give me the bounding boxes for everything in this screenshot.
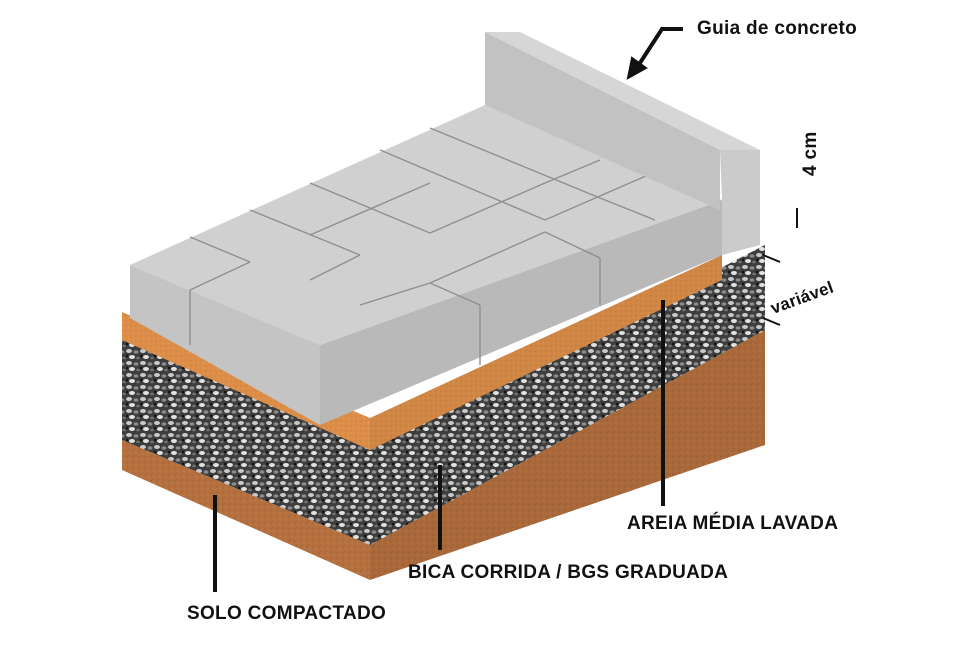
leader-lines [213, 300, 665, 592]
paver-thickness-label: 4 cm [800, 131, 821, 176]
soil-layer [122, 330, 765, 580]
concrete-curb [485, 32, 760, 255]
gravel-layer [122, 245, 765, 545]
base-layer-label: BICA CORRIDA / BGS GRADUADA [408, 562, 729, 583]
sand-layer [122, 255, 722, 450]
subgrade-layer-label: SOLO COMPACTADO [187, 603, 387, 624]
dimension-ticks [762, 208, 798, 326]
curb-label: Guia de concreto [697, 18, 858, 39]
curb-leader-arrow [626, 27, 683, 80]
paver-blocks [130, 105, 722, 425]
sand-layer-label: AREIA MÉDIA LAVADA [627, 513, 839, 534]
